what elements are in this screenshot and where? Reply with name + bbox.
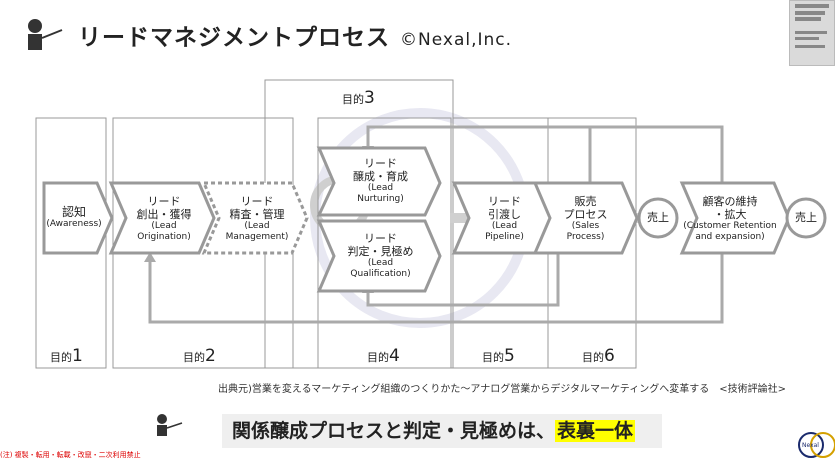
stage-awareness	[42, 181, 114, 255]
stage-management-jp2: 精査・管理	[229, 208, 285, 221]
bottom-banner-highlight: 表裏一体	[555, 420, 636, 442]
stage-origination-label: リード 創出・獲得 (Lead Origination)	[124, 195, 204, 243]
purpose-label-5: 目的5	[482, 346, 515, 366]
stage-nurturing-label: リード 醸成・育成 (Lead Nurturing)	[333, 157, 428, 205]
stage-origination	[108, 181, 216, 255]
stage-management	[201, 181, 309, 255]
stage-sales-process-jp1: 販売	[574, 195, 597, 208]
book-cover-thumbnail	[789, 0, 835, 66]
citation-text: 出典元)営業を変えるマーケティング組織のつくりかた～アナログ営業からデジタルマー…	[218, 384, 786, 395]
footer-note: (注) 複製・転用・転載・改竄・二次利用禁止	[0, 451, 141, 459]
stage-sales-process	[532, 181, 639, 255]
presenter-icon	[28, 19, 63, 50]
stage-pipeline-label: リード 引渡し (Lead Pipeline)	[467, 195, 542, 243]
stage-retention-jp1: 顧客の維持	[702, 195, 758, 208]
stage-awareness-en: (Awareness)	[46, 219, 102, 229]
stage-management-en2: Management)	[225, 232, 289, 242]
stage-qualification-label: リード 判定・見極め (Lead Qualification)	[333, 232, 428, 280]
stage-sales-process-en1: (Sales	[571, 221, 600, 231]
stage-qualification-jp1: リード	[364, 232, 397, 245]
stage-qualification-en1: (Lead	[367, 258, 394, 268]
stage-awareness-label: 認知 (Awareness)	[44, 206, 104, 230]
stage-origination-jp2: 創出・獲得	[136, 208, 192, 221]
purpose-label-3: 目的3	[342, 88, 375, 108]
bottom-feedback-branch	[366, 252, 560, 307]
purpose-label-1: 目的1	[50, 346, 83, 366]
sales-label-2: 売上	[795, 211, 817, 224]
logo-text: Nexal	[802, 442, 819, 449]
stage-awareness-jp: 認知	[61, 205, 86, 219]
stage-nurturing-en2: Nurturing)	[357, 194, 404, 204]
stage-nurturing-jp1: リード	[364, 157, 397, 170]
stage-qualification-en2: Qualification)	[350, 269, 411, 279]
presenter-icon-small	[157, 414, 183, 436]
stage-management-en1: (Lead	[244, 221, 270, 231]
stage-retention	[679, 181, 791, 255]
stage-qualification-jp2: 判定・見極め	[347, 245, 414, 258]
bottom-feedback-line	[148, 252, 724, 324]
stage-pipeline-en2: Pipeline)	[485, 232, 524, 242]
purpose-box-4	[317, 117, 452, 369]
stage-origination-jp1: リード	[147, 195, 181, 208]
page-title: リードマネジメントプロセス ©Nexal,Inc.	[78, 18, 512, 52]
stage-management-label: リード 精査・管理 (Lead Management)	[217, 195, 297, 243]
sales-label-1: 売上	[647, 211, 669, 224]
stage-pipeline-en1: (Lead	[491, 221, 518, 231]
purpose-label-2: 目的2	[183, 346, 216, 366]
copyright-label: ©Nexal,Inc.	[400, 30, 513, 50]
stage-management-jp1: リード	[240, 195, 274, 208]
stage-nurturing-jp2: 醸成・育成	[353, 170, 408, 183]
stage-sales-process-en2: Process)	[566, 232, 605, 242]
top-feedback-line	[366, 125, 724, 185]
purpose-label-6: 目的6	[582, 346, 615, 366]
sales-circle-2	[785, 197, 827, 239]
stage-qualification	[316, 219, 442, 293]
stage-retention-jp2: ・拡大	[713, 208, 747, 221]
stage-retention-en2: and expansion)	[695, 232, 765, 242]
stage-origination-en2: Origination)	[137, 232, 191, 242]
bottom-banner-text: 関係醸成プロセスと判定・見極めは、	[232, 420, 556, 442]
purpose-box-1	[35, 117, 107, 369]
sales-circle-1	[637, 197, 679, 239]
nexal-logo-icon	[798, 432, 835, 458]
stage-pipeline-jp2: 引渡し	[488, 208, 521, 221]
stage-retention-label: 顧客の維持 ・拡大 (Customer Retention and expans…	[680, 195, 780, 243]
stage-retention-en1: (Customer Retention	[683, 221, 777, 231]
stage-pipeline-jp1: リード	[488, 195, 521, 208]
stage-nurturing	[316, 146, 442, 217]
stage-sales-process-label: 販売 プロセス (Sales Process)	[548, 195, 623, 243]
page-title-text: リードマネジメントプロセス	[78, 25, 390, 51]
stage-sales-process-jp2: プロセス	[563, 208, 608, 221]
stage-nurturing-en1: (Lead	[367, 183, 394, 193]
bottom-banner: 関係醸成プロセスと判定・見極めは、表裏一体	[222, 414, 662, 448]
stage-origination-en1: (Lead	[151, 221, 177, 231]
arrowhead-bottom-left	[144, 252, 156, 262]
purpose-label-4: 目的4	[367, 346, 400, 366]
